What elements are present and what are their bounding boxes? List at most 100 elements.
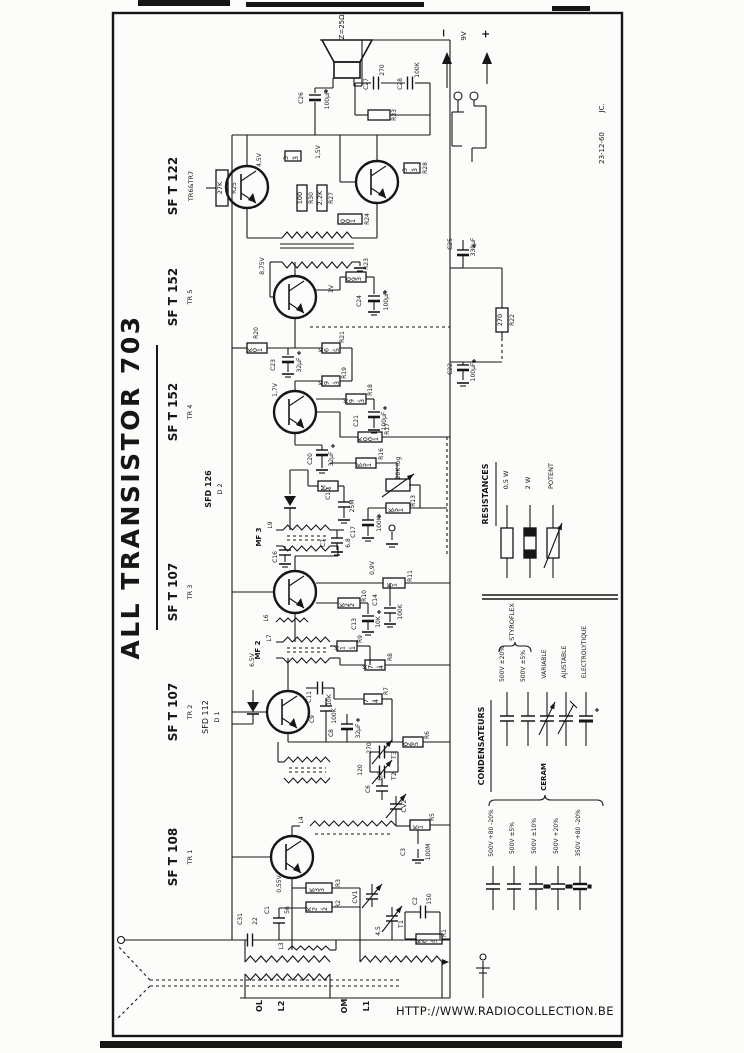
component-label: , [328, 382, 336, 384]
component-label: 500V ±10% [531, 818, 538, 854]
transistor-symbol [354, 159, 400, 205]
component-label: 6,8 [377, 771, 384, 781]
resistor-box [364, 659, 386, 671]
resistor-box [305, 882, 333, 894]
component-label: 6 [420, 939, 428, 943]
coil-l2: L2 [277, 1001, 286, 1012]
transistor-symbol [269, 834, 315, 880]
legend-ceram-label: CERAM [540, 763, 548, 791]
component-label: 1 [256, 348, 264, 352]
component-label: 1 [397, 508, 405, 512]
component-label: , [287, 157, 295, 159]
component-label: C17 [350, 526, 357, 538]
component-label: 0 [345, 277, 353, 281]
component-label: 3 [355, 277, 363, 281]
resistor-box [321, 375, 341, 387]
component-label: K [387, 507, 395, 512]
misc-symbols [116, 39, 492, 974]
component-label: 100M [425, 844, 432, 861]
speaker-impedance: Z=25Ω [338, 14, 346, 40]
resistor-box [345, 393, 367, 405]
component-label: C20 [307, 453, 314, 465]
component-label: R21 [339, 331, 346, 343]
battery-minus: − [437, 28, 450, 37]
component-label: VARIABLE [541, 649, 548, 678]
component-label: , [372, 666, 380, 668]
resistor-box [402, 736, 424, 748]
battery-voltage: 9V [460, 31, 468, 40]
component-label: K [385, 582, 393, 587]
diode-symbol [247, 702, 259, 712]
component-label: 3 [411, 168, 419, 172]
component-label: 32µF [355, 723, 362, 738]
stage-tr2-part: SF T 107 [166, 683, 180, 741]
component-label: 1 [338, 646, 346, 650]
component-label: 10K [375, 615, 382, 628]
component-label: K [305, 906, 313, 911]
mf3-label: MF 3 [255, 527, 263, 546]
component-label: L9 [267, 521, 274, 528]
component-label: R1 [441, 929, 448, 937]
component-label: R24 [364, 213, 371, 225]
coil-symbol [282, 636, 331, 643]
component-label: R7 [383, 687, 390, 695]
component-label: 500V ±5% [509, 822, 516, 854]
resistor-box [305, 901, 333, 913]
component-label: C3 [400, 848, 407, 856]
component-label: 500V ±5% [520, 650, 527, 682]
scan-smudges [100, 0, 622, 1048]
component-label: K [415, 938, 423, 943]
component-label: 8,75V [259, 256, 266, 274]
component-label: CV1 [351, 890, 359, 903]
component-label: 2 [310, 907, 318, 911]
diode-symbols [247, 496, 296, 715]
stage-d1-ref: D 1 [213, 711, 221, 722]
component-label: R20 [253, 327, 260, 339]
component-label: 100µF [324, 90, 331, 109]
battery-plus-arrow [482, 52, 492, 64]
component-label: , [367, 700, 375, 702]
component-label: R10 [361, 590, 368, 602]
component-label: 1 [349, 219, 357, 223]
component-label: 5n [284, 906, 291, 914]
resistor-box [284, 150, 302, 162]
capacitor-symbols [246, 76, 476, 947]
resistor-box [367, 109, 391, 121]
component-label: 100µF [470, 362, 477, 381]
coil-symbol [359, 955, 443, 963]
component-label: C16 [272, 551, 279, 563]
battery-plus: + [479, 29, 492, 38]
component-label: K [308, 887, 316, 892]
component-label: M [319, 485, 327, 491]
component-label: C2 [412, 897, 419, 905]
component-label: 150 [426, 893, 433, 905]
component-label: 270 [379, 64, 386, 76]
component-label: , [344, 647, 352, 649]
component-label: 27K [216, 181, 224, 194]
component-label: 10K [326, 693, 333, 706]
component-label: 9 [347, 399, 355, 403]
stage-tr1-part: SF T 108 [166, 828, 180, 886]
component-label: 1 [349, 646, 357, 650]
component-label: 7 [362, 699, 370, 703]
component-label: 3 [318, 888, 326, 892]
external-connector [479, 953, 487, 961]
legend-condensateurs-title: CONDENSATEURS [477, 706, 486, 785]
component-label: C8 [328, 729, 335, 737]
transistor-symbol [272, 389, 318, 435]
component-label: 9 [322, 381, 330, 385]
stage-tr4-ref: TR 4 [186, 405, 194, 421]
resistor-boxes [215, 109, 509, 945]
component-label: R3 [335, 879, 342, 887]
resistor-box [337, 597, 361, 609]
wires [117, 39, 503, 1019]
component-label: 0 [402, 742, 410, 746]
component-label: 3 [333, 381, 341, 385]
transistor-symbols [224, 159, 400, 880]
component-label: 1V [328, 284, 335, 293]
component-label: C23 [270, 359, 277, 371]
battery-clip-terminal [469, 91, 479, 101]
component-label: 5 [360, 463, 368, 467]
resistor-box [355, 457, 377, 469]
